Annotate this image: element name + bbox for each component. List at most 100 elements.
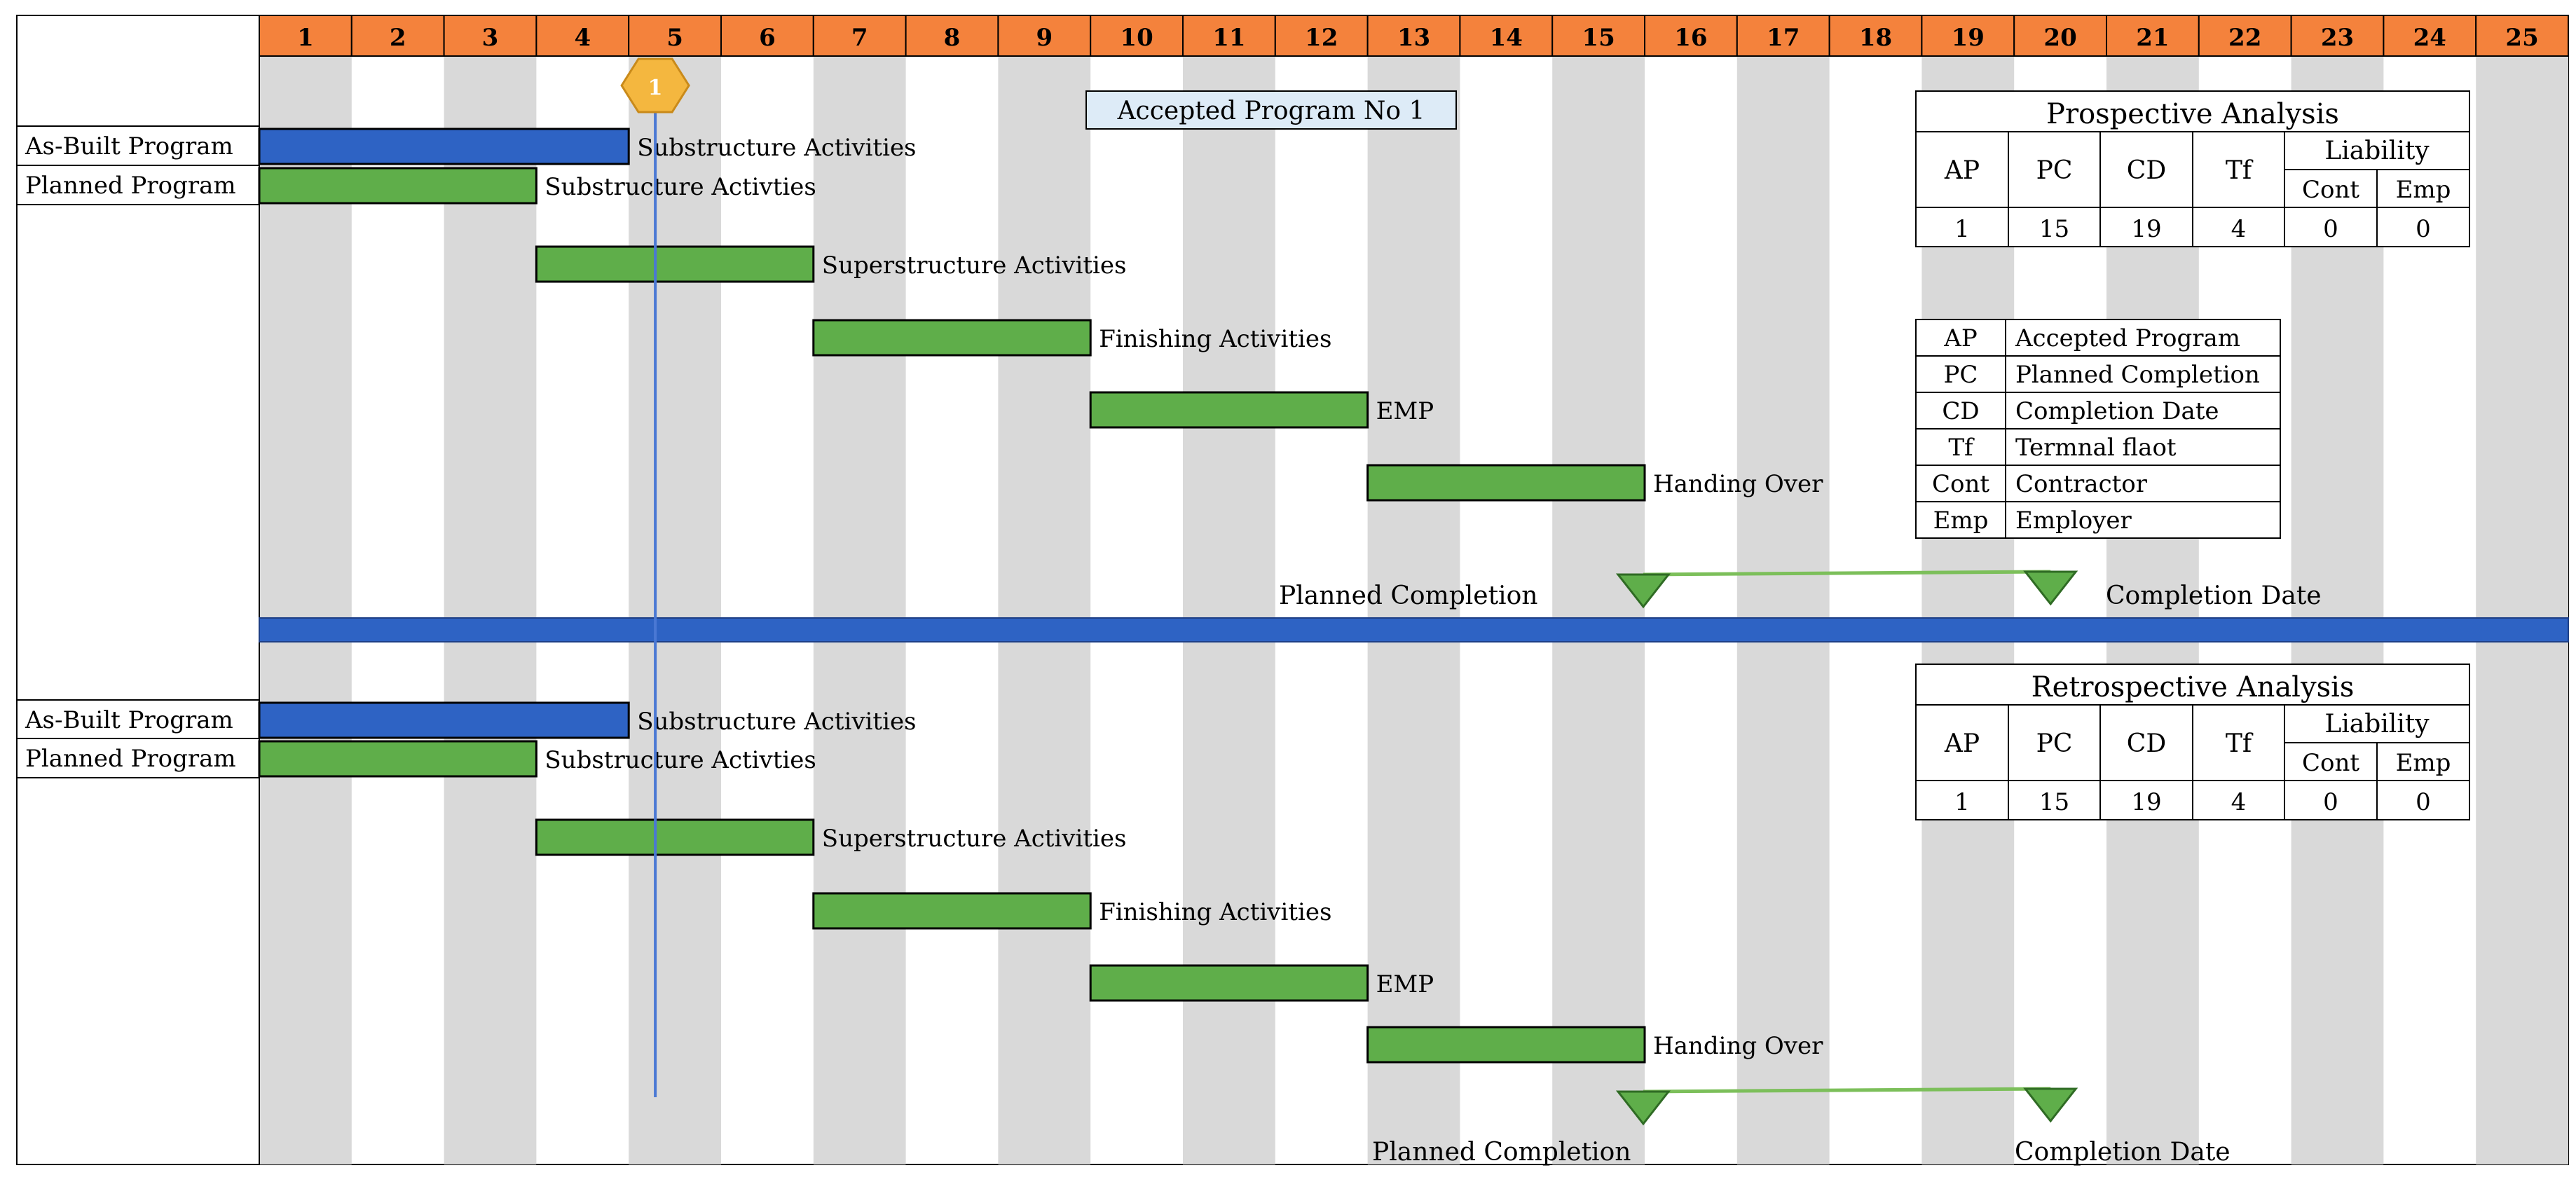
planned-completion-label: Planned Completion [1279, 582, 1537, 610]
week-stripe [813, 56, 906, 1164]
legend-abbr-cell [1915, 319, 2006, 357]
accepted-program-box [1085, 90, 1457, 130]
as-built-bar [258, 128, 630, 165]
week-number: 20 [2043, 24, 2076, 52]
legend-meaning-cell [2005, 319, 2281, 357]
legend-abbr-cell [1915, 428, 2006, 466]
week-number: 5 [666, 24, 683, 52]
analysis-value: 1 [1954, 788, 1970, 816]
progress-marker [620, 57, 690, 114]
week-header-cell [1090, 15, 1184, 57]
week-header-cell [1736, 15, 1830, 57]
week-stripe [629, 56, 721, 1164]
activity-label: Substructure Activties [544, 746, 816, 774]
planned-bar [1089, 964, 1369, 1002]
activity-label: Handing Over [1653, 470, 1823, 498]
week-header-cell [905, 15, 999, 57]
week-header-cell [259, 15, 352, 57]
activity-label: EMP [1376, 397, 1434, 425]
analysis-value: 1 [1954, 215, 1970, 243]
week-number: 25 [2505, 24, 2538, 52]
analysis-header: CD [2127, 156, 2166, 185]
activity-label: Finishing Activities [1099, 898, 1331, 926]
analysis-title: Prospective Analysis [2046, 98, 2339, 130]
analysis-header: Tf [2226, 729, 2254, 758]
activity-label: Substructure Activities [637, 134, 916, 162]
completion-date-label: Completion Date [2106, 582, 2322, 610]
week-number: 19 [1952, 24, 1985, 52]
legend-abbr: Emp [1933, 507, 1989, 535]
legend-abbr: Tf [1948, 434, 1975, 462]
week-header-cell [1182, 15, 1276, 57]
week-header-cell [2198, 15, 2292, 57]
liability-subheader: Cont [2302, 749, 2359, 777]
week-header-cell [1828, 15, 1923, 57]
section-separator [259, 617, 2569, 642]
week-header-cell [2106, 15, 2200, 57]
legend-meaning: Planned Completion [2015, 361, 2260, 389]
legend-abbr: Cont [1932, 470, 1989, 498]
week-number: 16 [1674, 24, 1707, 52]
week-header-cell [350, 15, 445, 57]
row-label: As-Built Program [25, 706, 233, 734]
legend-meaning: Completion Date [2015, 397, 2219, 425]
week-number: 7 [851, 24, 868, 52]
week-number: 24 [2413, 24, 2446, 52]
planned-completion-marker [1615, 1090, 1671, 1126]
liability-subheader: Emp [2396, 176, 2451, 204]
week-number: 21 [2136, 24, 2169, 52]
planned-bar [1366, 464, 1646, 502]
activity-label: Superstructure Activities [822, 825, 1127, 853]
liability-header: Liability [2324, 137, 2430, 165]
completion-date-marker [2023, 1087, 2078, 1123]
week-stripe [1552, 56, 1645, 1164]
week-number: 11 [1212, 24, 1245, 52]
liability-subheader: Cont [2302, 176, 2359, 204]
legend-abbr: AP [1943, 324, 1977, 352]
week-number: 8 [944, 24, 961, 52]
row-label-cell [16, 165, 260, 205]
progress-marker-label: 1 [648, 76, 663, 100]
row-label: Planned Program [25, 172, 236, 200]
analysis-value: 4 [2231, 215, 2247, 243]
week-stripe [1367, 56, 1460, 1164]
legend-meaning-cell [2005, 392, 2281, 429]
row-label-cell [16, 125, 260, 166]
week-number: 2 [390, 24, 406, 52]
analysis-value: 0 [2323, 215, 2338, 243]
analysis-header: PC [2036, 156, 2073, 185]
week-header-cell [997, 15, 1092, 57]
legend-abbr: CD [1942, 397, 1979, 425]
week-number: 18 [1859, 24, 1892, 52]
liability-header: Liability [2324, 710, 2430, 738]
analysis-value: 0 [2416, 788, 2431, 816]
week-number: 23 [2321, 24, 2354, 52]
week-number: 6 [759, 24, 776, 52]
planned-completion-label: Planned Completion [1372, 1138, 1631, 1167]
analysis-value: 15 [2039, 788, 2069, 816]
week-number: 15 [1582, 24, 1615, 52]
legend-meaning-cell [2005, 355, 2281, 393]
planned-bar [812, 319, 1092, 357]
week-header-cell [720, 15, 814, 57]
activity-label: Handing Over [1653, 1032, 1823, 1060]
planned-completion-marker [1615, 573, 1671, 609]
week-number: 17 [1767, 24, 1800, 52]
analysis-header: CD [2127, 729, 2166, 758]
completion-link-line [1643, 1087, 2051, 1094]
legend-abbr-cell [1915, 501, 2006, 539]
analysis-header: AP [1944, 156, 1980, 185]
activity-label: Substructure Activties [544, 173, 816, 201]
week-number: 12 [1305, 24, 1338, 52]
analysis-header: PC [2036, 729, 2073, 758]
analysis-header: AP [1944, 729, 1980, 758]
week-number: 13 [1397, 24, 1430, 52]
legend-meaning: Termnal flaot [2015, 434, 2177, 462]
planned-bar [258, 740, 537, 778]
week-number: 10 [1120, 24, 1153, 52]
analysis-value: 4 [2231, 788, 2247, 816]
row-label: Planned Program [25, 745, 236, 773]
planned-bar [1089, 391, 1369, 429]
analysis-value: 19 [2131, 215, 2161, 243]
